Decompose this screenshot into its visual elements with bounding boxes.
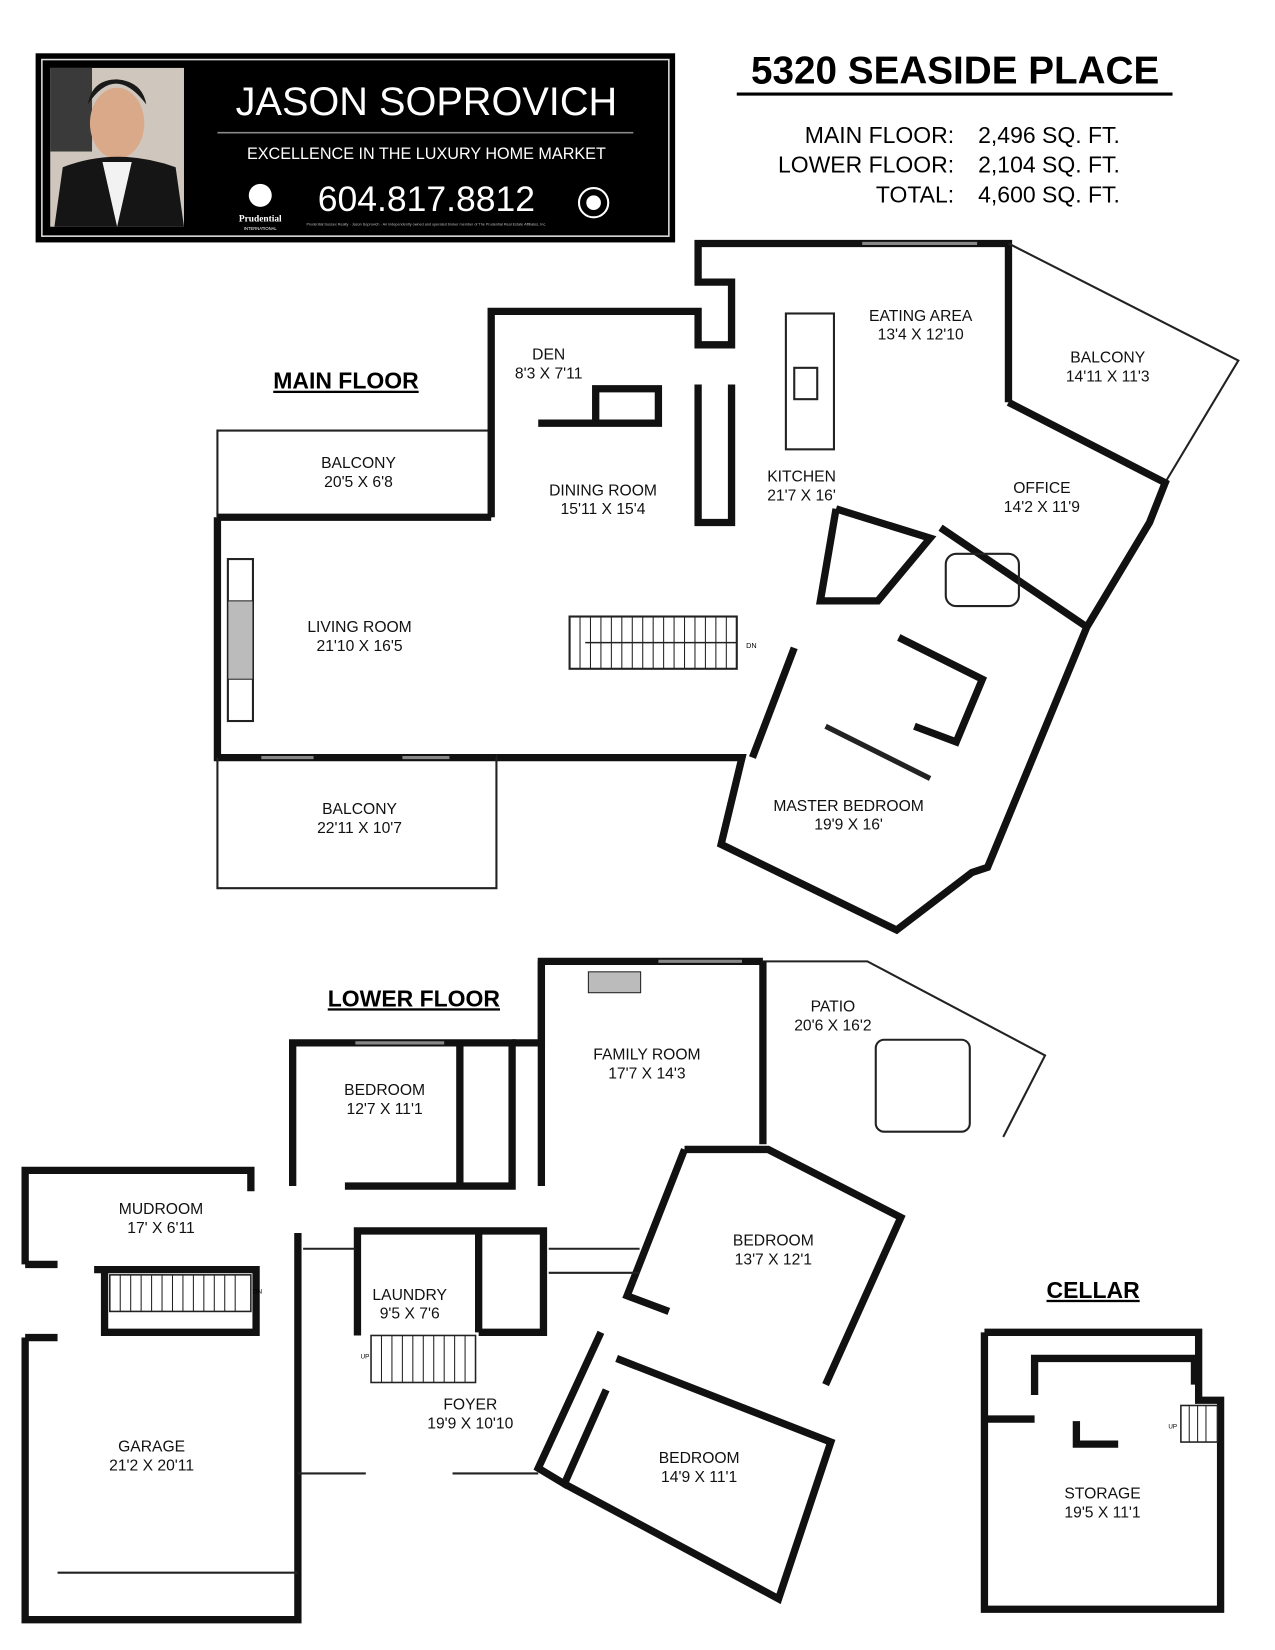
area-value: 4,600 SQ. FT. (978, 182, 1120, 208)
room-name: DINING ROOM (549, 482, 657, 499)
cellar-walls: UP (980, 1328, 1225, 1613)
room-name: LIVING ROOM (307, 619, 411, 636)
stairs-down-marker: DN (746, 641, 757, 650)
stairs-down-marker: DN (253, 1289, 262, 1296)
property-address: 5320 SEASIDE PLACE (751, 50, 1159, 93)
room-size: 20'6 X 16'2 (794, 1017, 871, 1034)
room-name: STORAGE (1064, 1485, 1140, 1502)
room-size: 21'10 X 16'5 (317, 638, 403, 655)
room-name: MASTER BEDROOM (773, 798, 924, 815)
room-name: MUDROOM (119, 1201, 203, 1218)
area-label: LOWER FLOOR: (778, 151, 954, 177)
area-value: 2,104 SQ. FT. (978, 151, 1120, 177)
disclaimer: Prudential Sussex Realty · Jason Soprovi… (307, 223, 547, 227)
brand-logo: Prudential (239, 215, 282, 225)
room-size: 17'7 X 14'3 (608, 1065, 686, 1082)
room-size: 14'2 X 11'9 (1004, 499, 1080, 516)
main-floor-rooms: DEN 8'3 X 7'11 EATING AREA 13'4 X 12'10 … (307, 308, 1150, 837)
room-size: 21'2 X 20'11 (109, 1457, 194, 1474)
agent-photo (50, 67, 184, 227)
agent-banner: JASON SOPROVICH EXCELLENCE IN THE LUXURY… (35, 53, 676, 243)
area-value: 2,496 SQ. FT. (978, 122, 1120, 148)
room-size: 9'5 X 7'6 (380, 1306, 440, 1323)
lower-floor-rooms: PATIO 20'6 X 16'2 FAMILY ROOM 17'7 X 14'… (109, 999, 871, 1486)
area-label: TOTAL: (876, 182, 954, 208)
room-name: OFFICE (1013, 480, 1070, 497)
main-floor-heading: MAIN FLOOR (273, 368, 419, 394)
room-size: 20'5 X 6'8 (324, 474, 393, 491)
room-name: FOYER (443, 1397, 497, 1414)
room-size: 8'3 X 7'11 (515, 365, 583, 382)
room-name: FAMILY ROOM (593, 1047, 700, 1064)
room-size: 17' X 6'11 (127, 1220, 194, 1237)
room-size: 19'9 X 10'10 (427, 1415, 513, 1432)
room-name: BALCONY (322, 801, 397, 818)
lower-floor-walls: UP DN (21, 957, 1047, 1624)
room-size: 21'7 X 16' (767, 488, 836, 505)
bathtub-icon (944, 552, 1020, 608)
stairs-up-marker: UP (1168, 1423, 1177, 1430)
room-name: BALCONY (321, 455, 396, 472)
room-name: BEDROOM (659, 1450, 740, 1467)
room-size: 19'5 X 11'1 (1064, 1504, 1140, 1521)
agent-tagline: EXCELLENCE IN THE LUXURY HOME MARKET (247, 145, 606, 163)
agent-phone: 604.817.8812 (318, 179, 535, 219)
room-name: PATIO (811, 999, 856, 1016)
room-name: BALCONY (1070, 350, 1145, 367)
cellar-rooms: STORAGE 19'5 X 11'1 (1064, 1485, 1140, 1521)
room-name: DEN (532, 346, 565, 363)
brand-sub: INTERNATIONAL (244, 226, 278, 231)
stairs-up-marker: UP (361, 1353, 370, 1360)
room-name: LAUNDRY (372, 1287, 447, 1304)
room-size: 14'11 X 11'3 (1066, 368, 1150, 385)
brand-seal-icon (577, 187, 610, 219)
agent-name: JASON SOPROVICH (236, 80, 618, 124)
room-size: 15'11 X 15'4 (561, 501, 646, 518)
room-name: EATING AREA (869, 308, 973, 325)
room-name: GARAGE (118, 1438, 185, 1455)
room-size: 12'7 X 11'1 (347, 1101, 423, 1118)
prudential-rock-icon (248, 183, 272, 207)
lower-stairs (109, 1274, 477, 1384)
area-summary: MAIN FLOOR: 2,496 SQ. FT. LOWER FLOOR: 2… (778, 122, 1120, 208)
area-label: MAIN FLOOR: (805, 122, 954, 148)
lower-floor-heading: LOWER FLOOR (328, 985, 501, 1011)
main-stairs (568, 615, 738, 670)
main-floor-walls: DN (213, 239, 1240, 935)
room-name: BEDROOM (733, 1233, 814, 1250)
room-name: BEDROOM (344, 1082, 425, 1099)
room-size: 19'9 X 16' (814, 817, 883, 834)
room-name: KITCHEN (767, 469, 836, 486)
room-size: 14'9 X 11'1 (661, 1469, 737, 1486)
room-size: 13'7 X 12'1 (735, 1251, 812, 1268)
cellar-heading: CELLAR (1047, 1277, 1141, 1303)
room-size: 22'11 X 10'7 (317, 820, 402, 837)
room-size: 13'4 X 12'10 (878, 327, 964, 344)
hot-tub-icon (874, 1038, 971, 1133)
